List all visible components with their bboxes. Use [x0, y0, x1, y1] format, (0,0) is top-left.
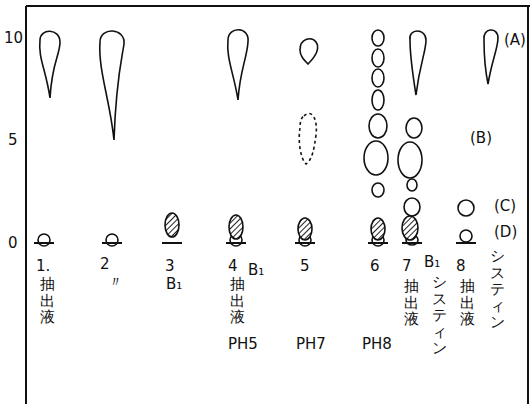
- lane-number: 4: [228, 258, 238, 275]
- origin-line: [34, 242, 476, 244]
- lane-number: 2: [100, 256, 110, 273]
- lane-number: 7: [402, 258, 412, 275]
- sample-label: システィン: [490, 248, 505, 331]
- sample-label: 抽出液: [404, 278, 419, 328]
- spot: [38, 30, 498, 246]
- sample-label: システィン: [432, 274, 447, 357]
- spot-label: (B): [470, 130, 492, 147]
- ph-label: PH8: [362, 336, 392, 353]
- spot-label: (A): [504, 32, 526, 49]
- sample-label: B₁: [248, 262, 264, 279]
- axis-value: 5: [8, 132, 18, 149]
- sample-label: 抽出液: [40, 276, 55, 326]
- lane-number: 1.: [36, 258, 50, 275]
- ph-label: PH7: [296, 336, 326, 353]
- ph-label: PH5: [228, 336, 258, 353]
- sample-label: B₁: [424, 254, 440, 271]
- spot-label: (D): [494, 224, 517, 241]
- sample-label: 抽出液: [460, 278, 475, 328]
- lane-number: 3: [165, 258, 175, 275]
- axis-value: 0: [8, 235, 18, 252]
- lane-number: 6: [370, 258, 380, 275]
- lane-number: 5: [300, 258, 310, 275]
- hatched-spot: [165, 213, 418, 240]
- spot-label: (C): [494, 198, 516, 215]
- lane-number: 8: [456, 258, 466, 275]
- frame: [26, 6, 530, 404]
- sample-label: B₁: [166, 276, 182, 293]
- sample-label: 抽出液: [230, 276, 245, 326]
- sample-label: 〃: [108, 274, 123, 291]
- axis-value: 10: [4, 30, 23, 47]
